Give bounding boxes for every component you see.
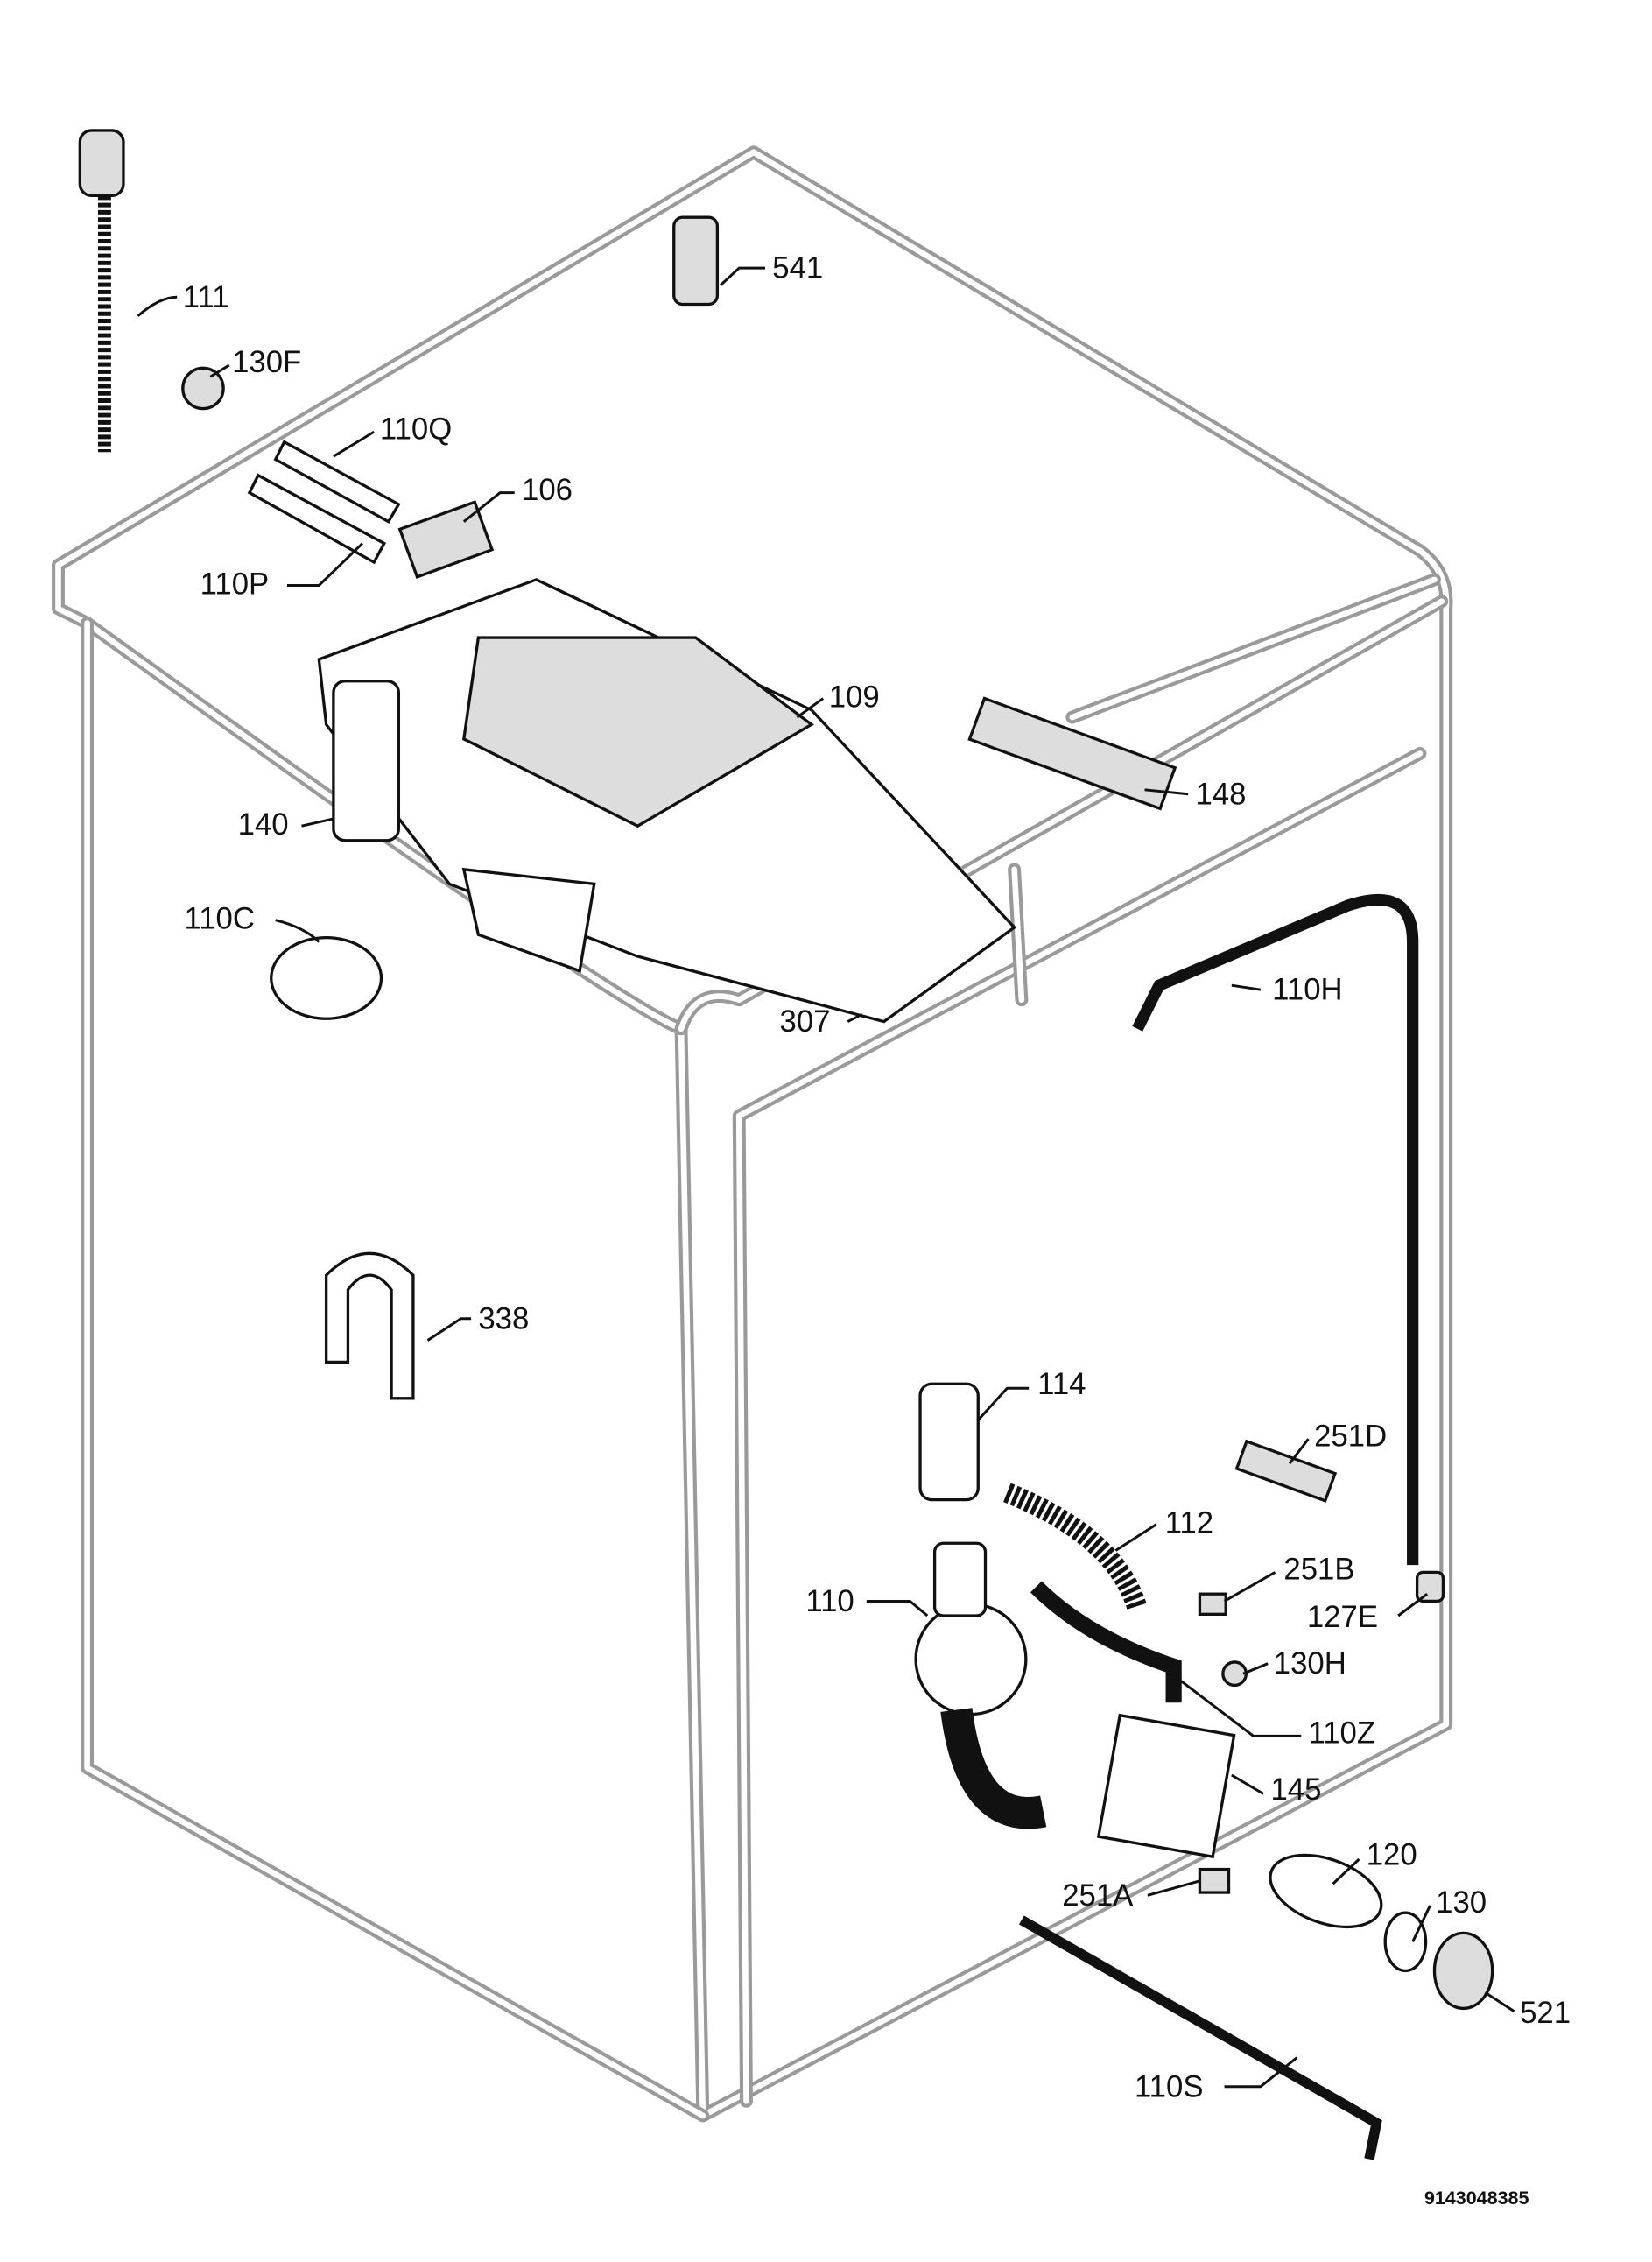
label-110q: 110Q bbox=[380, 412, 452, 446]
label-110p: 110P bbox=[200, 567, 270, 601]
part-130f-seal bbox=[181, 366, 225, 411]
leader-lines bbox=[137, 266, 1515, 2089]
label-145: 145 bbox=[1270, 1773, 1321, 1807]
label-148: 148 bbox=[1195, 778, 1246, 811]
part-110c-hose bbox=[270, 935, 383, 1020]
part-251d-cable bbox=[1234, 1439, 1338, 1503]
part-110q-110p-tubes bbox=[247, 440, 401, 565]
document-code: 9143048385 bbox=[1424, 2188, 1529, 2209]
label-251a: 251A bbox=[1062, 1879, 1134, 1913]
label-112: 112 bbox=[1165, 1507, 1213, 1540]
label-130: 130 bbox=[1436, 1886, 1487, 1920]
part-120-filter bbox=[1269, 1853, 1383, 1929]
part-130h-seal bbox=[1221, 1660, 1248, 1688]
label-130h: 130H bbox=[1274, 1647, 1346, 1681]
part-110z-hose bbox=[1030, 1581, 1182, 1703]
part-110s-hose bbox=[1019, 1915, 1382, 2160]
label-140: 140 bbox=[238, 808, 289, 842]
part-labels: 111 130F 110Q 106 110P 541 109 148 140 1… bbox=[183, 252, 1571, 2209]
part-521-filter-cap bbox=[1432, 1931, 1494, 2011]
label-251b: 251B bbox=[1283, 1554, 1354, 1587]
part-110h-hose bbox=[1132, 893, 1419, 1566]
label-251d: 251D bbox=[1314, 1420, 1387, 1453]
part-130-seal bbox=[1383, 1911, 1428, 1973]
label-307: 307 bbox=[780, 1005, 831, 1039]
part-106-valve bbox=[397, 500, 495, 579]
label-338: 338 bbox=[478, 1302, 529, 1335]
label-109: 109 bbox=[829, 680, 880, 714]
label-110h: 110H bbox=[1272, 974, 1342, 1007]
label-106: 106 bbox=[522, 474, 573, 507]
part-110-sump bbox=[914, 1541, 1047, 1829]
part-127e-seal bbox=[1415, 1570, 1445, 1603]
label-110s: 110S bbox=[1135, 2070, 1204, 2103]
part-112-hose bbox=[1003, 1483, 1148, 1612]
label-541: 541 bbox=[772, 252, 823, 285]
part-145-pump-housing bbox=[1096, 1713, 1236, 1859]
part-140-tube bbox=[332, 680, 401, 842]
part-114-chamber bbox=[918, 1382, 980, 1502]
part-111-inlet-hose bbox=[78, 129, 125, 453]
label-127e: 127E bbox=[1307, 1601, 1378, 1634]
label-110c: 110C bbox=[184, 903, 254, 936]
label-111: 111 bbox=[183, 281, 229, 314]
part-251a-connector bbox=[1198, 1867, 1231, 1894]
label-130f: 130F bbox=[232, 346, 301, 379]
label-120: 120 bbox=[1367, 1839, 1417, 1872]
cabinet-outline bbox=[52, 145, 1453, 2123]
part-148-cover bbox=[967, 696, 1177, 811]
part-541-bracket bbox=[672, 215, 720, 307]
label-114: 114 bbox=[1037, 1368, 1086, 1401]
label-110: 110 bbox=[805, 1585, 854, 1618]
part-338-clip bbox=[324, 1251, 415, 1400]
part-109-dispenser bbox=[317, 578, 1017, 1024]
label-521: 521 bbox=[1520, 1997, 1571, 2030]
part-251b-connector bbox=[1198, 1592, 1227, 1616]
label-110z: 110Z bbox=[1309, 1717, 1376, 1751]
